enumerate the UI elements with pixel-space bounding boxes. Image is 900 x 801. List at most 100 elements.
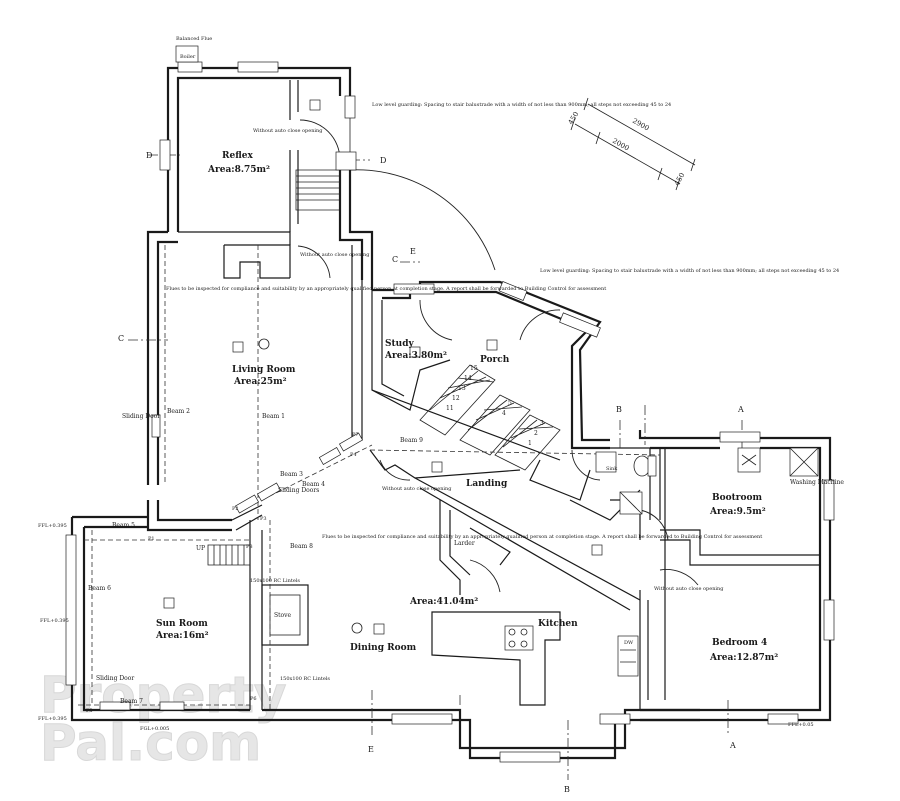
main-staircase: 15 14 13 12 11 5 4 3 2 1: [295, 169, 561, 471]
section-marks: D D C C E E B B A A: [118, 151, 744, 794]
beam-2-label: Beam 2: [167, 408, 190, 415]
stair-step-3: 3: [540, 420, 544, 427]
room-area-bedroom4: Area:12.87m²: [709, 653, 778, 663]
room-area-sun: Area:16m²: [155, 631, 209, 641]
room-name-kitchen: Kitchen: [538, 619, 578, 629]
door-closer-note-2: Without auto close opening: [300, 252, 370, 258]
door-labels: Sliding Door Sliding Doors Sliding Door: [96, 413, 319, 682]
level-label-1: FFL+0.395: [38, 523, 67, 529]
stair-step-12: 12: [452, 395, 460, 402]
post-p1: P1: [148, 536, 155, 542]
beam-1-label: Beam 1: [262, 413, 285, 420]
dim-450a: 450: [567, 110, 581, 126]
door-closer-note-3: Without auto close opening: [382, 486, 452, 492]
room-name-larder: Larder: [454, 540, 475, 547]
beam-labels: Beam 1 Beam 2 Beam 3 Beam 4 Beam 5 Beam …: [88, 408, 423, 705]
room-labels: Reflex Area:8.75m² Living Room Area:25m²…: [155, 151, 778, 663]
living-flue-note: Flues to be inspected for compliance and…: [166, 286, 606, 292]
post-p3: P3: [260, 516, 267, 522]
dishwasher-note: DW: [624, 640, 634, 646]
room-area-bootroom: Area:9.5m²: [709, 507, 766, 517]
boiler-note: Boiler: [180, 54, 196, 60]
windows: [65, 61, 835, 763]
sliding-door-sun-label: Sliding Door: [96, 675, 134, 682]
stair-step-1: 1: [528, 440, 532, 447]
section-mark-c-left: C: [118, 334, 124, 343]
stair-up-label: UP: [196, 545, 205, 552]
balanced-flue-note: Balanced Flue: [176, 36, 212, 42]
beam-6-label: Beam 6: [88, 585, 111, 592]
stair-step-4: 4: [502, 410, 506, 417]
door-closer-note-4: Without auto close opening: [654, 586, 724, 592]
lintel-note-1: 150x100 RC Lintels: [250, 578, 300, 584]
room-name-bedroom4: Bedroom 4: [712, 638, 767, 648]
level-label-5: FFL+0.05: [788, 722, 814, 728]
stair-step-15: 15: [470, 365, 478, 372]
sliding-doors-mid-label: Sliding Doors: [278, 487, 319, 494]
sliding-doors: [99, 414, 364, 711]
section-mark-e-bottom: E: [368, 745, 374, 754]
lintel-note-2: 150x100 RC Lintels: [280, 676, 330, 682]
beam-4-label: Beam 4: [302, 481, 325, 488]
post-p5: P5: [86, 708, 93, 714]
watermark-line2: Pal.com: [40, 714, 261, 772]
post-p7: P7: [352, 432, 359, 438]
stair-step-11: 11: [446, 405, 454, 412]
section-mark-d-left: D: [146, 151, 152, 160]
section-mark-a-top: A: [737, 405, 744, 414]
stair-step-13: 13: [458, 385, 466, 392]
beam-9-label: Beam 9: [400, 437, 423, 444]
section-mark-b-top: B: [616, 405, 622, 414]
beam-7-label: Beam 7: [120, 698, 143, 705]
property-pal-watermark: Property Pal.com: [40, 666, 288, 773]
sliding-door-living-label: Sliding Door: [122, 413, 160, 420]
post-p6: P6: [250, 696, 257, 702]
room-name-bootroom: Bootroom: [712, 493, 763, 503]
stair-step-14: 14: [464, 375, 472, 382]
room-area-reflex: Area:8.75m²: [207, 165, 270, 175]
section-mark-e-top: E: [410, 247, 416, 256]
level-label-4: FGL+0.005: [140, 726, 169, 732]
room-area-living: Area:25m²: [233, 377, 287, 387]
room-area-study: Area:3.80m²: [384, 351, 447, 361]
watermark-line1: Property: [40, 666, 287, 724]
room-name-sun: Sun Room: [156, 619, 208, 629]
stair-guarding-note: Low level guarding: Spacing to stair bal…: [372, 102, 671, 108]
section-mark-b-bottom: B: [564, 785, 570, 794]
room-name-landing: Landing: [466, 479, 508, 489]
level-label-3: FFL+0.395: [38, 716, 67, 722]
room-area-open-plan: Area:41.04m²: [409, 597, 478, 607]
section-mark-c-right: C: [392, 255, 398, 264]
interior-walls: Stove UP: [178, 80, 820, 710]
stove-label: Stove: [274, 612, 292, 619]
beam-8-label: Beam 8: [290, 543, 313, 550]
room-name-living: Living Room: [232, 365, 296, 375]
post-p8: P8: [246, 544, 253, 550]
washing-machine-label: Washing Machine: [790, 479, 844, 486]
door-closer-note-1: Without auto close opening: [253, 128, 323, 134]
dining-flue-note: Flues to be inspected for compliance and…: [322, 534, 762, 540]
post-p4: P4: [350, 452, 357, 458]
post-p2: P2: [232, 506, 239, 512]
porch-guarding-note: Low level guarding: Spacing to stair bal…: [540, 268, 839, 274]
sink-note: Sink: [606, 466, 618, 472]
level-label-2: FFL+0.395: [40, 618, 69, 624]
room-name-study: Study: [385, 339, 414, 349]
drawing-notes: Balanced Flue Boiler Without auto close …: [166, 36, 839, 682]
level-labels: FFL+0.395 FFL+0.395 FFL+0.395 FGL+0.005 …: [38, 523, 814, 732]
section-mark-a-bottom: A: [729, 741, 736, 750]
section-mark-d-right: D: [380, 156, 386, 165]
dimension-annotation: 2900 2000 450 450: [567, 97, 696, 191]
post-labels: P1 P2 P3 P4 P5 P6 P7 P8: [86, 432, 359, 714]
room-name-dining: Dining Room: [350, 643, 417, 653]
dim-450b: 450: [673, 171, 687, 187]
stair-step-5: 5: [508, 400, 512, 407]
stair-step-2: 2: [534, 430, 538, 437]
door-swings: [297, 100, 699, 593]
beam-3-label: Beam 3: [280, 471, 303, 478]
room-name-reflex: Reflex: [222, 151, 253, 161]
fixtures: Washing Machine: [163, 45, 844, 706]
beam-5-label: Beam 5: [112, 522, 135, 529]
room-name-porch: Porch: [480, 355, 510, 365]
